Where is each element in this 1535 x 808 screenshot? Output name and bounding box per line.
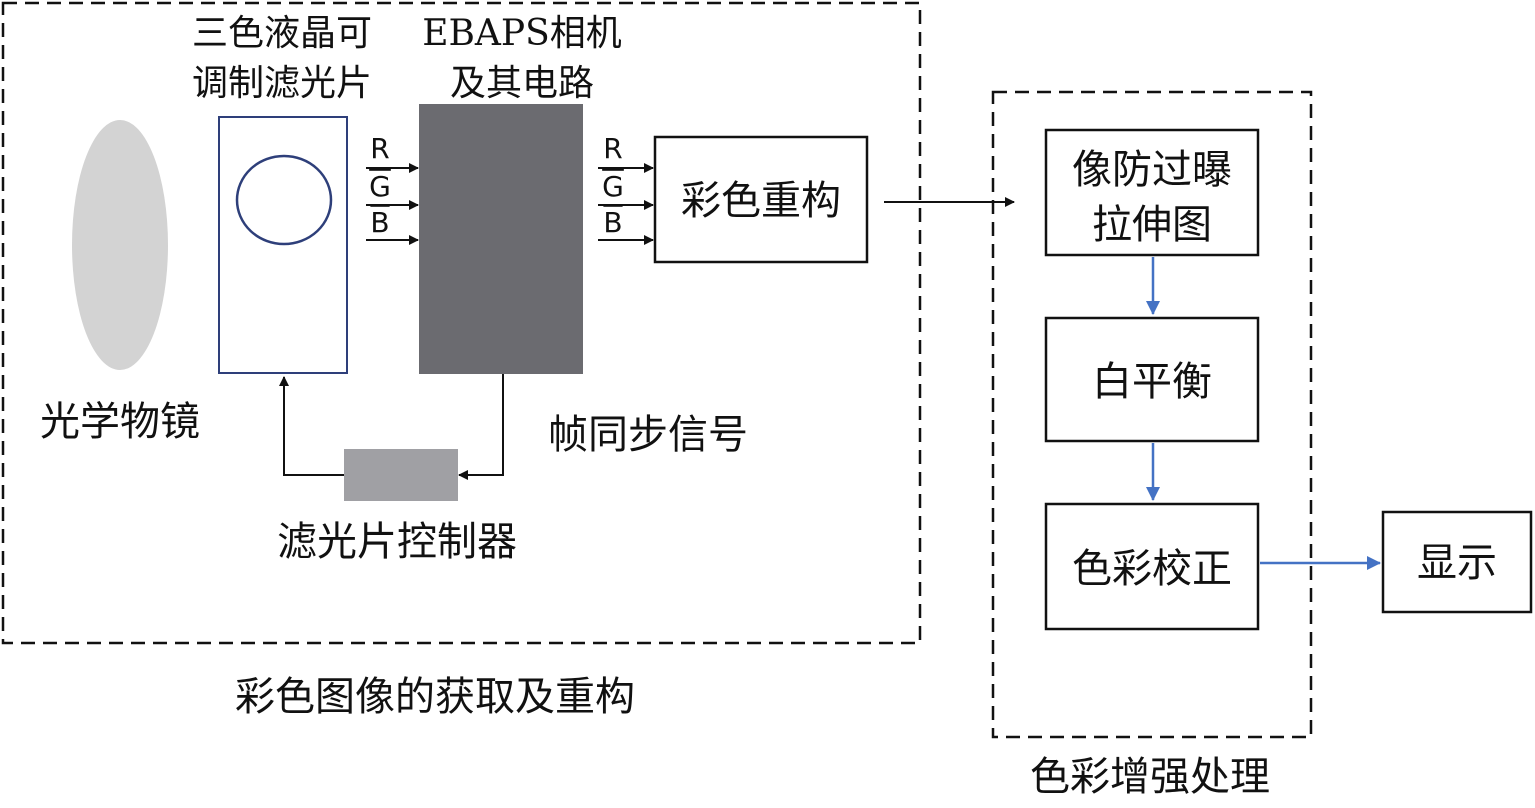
color-reconstruct-label: 彩色重构 bbox=[681, 178, 841, 224]
output-g-label: G bbox=[602, 170, 624, 203]
ebaps-camera-block bbox=[419, 104, 583, 374]
white-balance-box bbox=[1044, 316, 1260, 443]
controller-to-filter-arrow bbox=[279, 376, 344, 476]
stretch-box bbox=[1044, 128, 1260, 257]
display-box bbox=[1381, 510, 1533, 614]
color-correction-box bbox=[1044, 502, 1260, 631]
filter-controller-label: 滤光片控制器 bbox=[277, 519, 517, 565]
color-correction-label: 色彩校正 bbox=[1072, 546, 1232, 592]
input-r-label: R bbox=[370, 132, 389, 165]
camera-label-line2: 及其电路 bbox=[450, 63, 594, 104]
display-label: 显示 bbox=[1417, 540, 1497, 586]
enhancement-group-title: 色彩增强处理 bbox=[1030, 754, 1270, 800]
output-r-label: R bbox=[603, 132, 622, 165]
lens-label: 光学物镜 bbox=[40, 399, 200, 445]
color-reconstruct-box bbox=[653, 135, 869, 264]
enhancement-group-border bbox=[991, 90, 1313, 739]
filter-aperture-circle bbox=[235, 154, 333, 246]
input-b-label: B bbox=[370, 206, 389, 239]
acquisition-group-border bbox=[1, 1, 922, 645]
lens-shape bbox=[72, 120, 168, 370]
camera-label-line1: EBAPS相机 bbox=[422, 13, 622, 54]
filter-controller-block bbox=[344, 449, 458, 501]
white-balance-label: 白平衡 bbox=[1092, 359, 1212, 405]
output-b-label: B bbox=[603, 206, 622, 239]
acquisition-group-title: 彩色图像的获取及重构 bbox=[235, 674, 635, 720]
filter-label-line1: 三色液晶可 bbox=[192, 13, 372, 54]
input-g-label: G bbox=[369, 170, 391, 203]
frame-sync-arrow bbox=[458, 374, 504, 480]
stretch-label-line1: 像防过曝 bbox=[1072, 147, 1232, 193]
filter-label-line2: 调制滤光片 bbox=[192, 63, 372, 104]
frame-sync-label: 帧同步信号 bbox=[548, 412, 748, 458]
stretch-label-line2: 拉伸图 bbox=[1092, 202, 1212, 248]
